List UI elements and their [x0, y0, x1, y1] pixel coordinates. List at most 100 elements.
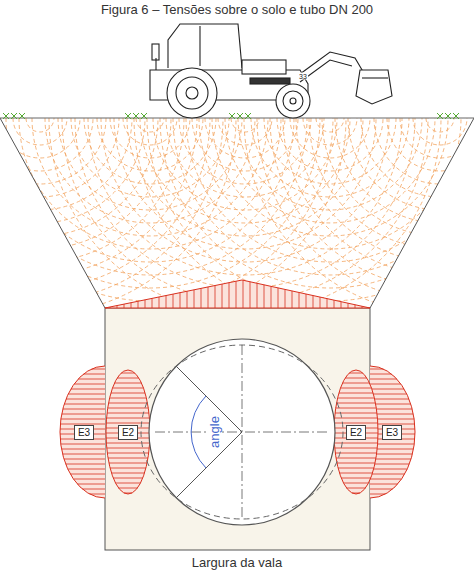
pressure-arc	[75, 118, 415, 288]
load-hatch	[355, 305, 356, 308]
pressure-arc	[316, 118, 344, 132]
callout-number: 33	[298, 73, 308, 80]
pressure-arc	[212, 118, 448, 236]
load-hatch	[215, 286, 216, 308]
pressure-arc	[97, 118, 203, 171]
pressure-arc	[361, 118, 474, 197]
pressure-arc	[0, 118, 320, 288]
zone-label: E3	[78, 427, 90, 438]
pressure-arc	[270, 118, 474, 288]
stress-zone-tag: E3	[382, 425, 402, 440]
load-hatch	[229, 283, 230, 308]
center-line	[155, 432, 330, 433]
pressure-arc	[123, 118, 177, 145]
load-hatch	[369, 307, 370, 308]
pressure-arc	[147, 118, 474, 301]
load-hatch	[320, 297, 321, 308]
pressure-arc	[160, 118, 474, 288]
tractor	[150, 24, 392, 118]
angle-arc	[191, 396, 206, 468]
pressure-arc	[387, 118, 474, 171]
pressure-arc	[348, 118, 474, 210]
pressure-arc	[166, 118, 324, 197]
load-hatch	[110, 307, 111, 308]
pipe-circle	[149, 339, 335, 525]
trench-slope	[370, 118, 474, 308]
pressure-arc	[84, 118, 216, 184]
load-hatch	[257, 283, 258, 308]
pressure-arc	[296, 118, 474, 262]
load-hatch	[250, 282, 251, 308]
load-distribution	[105, 280, 370, 308]
load-hatch	[236, 281, 237, 308]
load-hatch	[264, 285, 265, 308]
load-hatch	[187, 291, 188, 308]
pressure-e3	[60, 366, 105, 498]
load-hatch	[173, 294, 174, 308]
pressure-arc	[322, 118, 474, 236]
zone-label: E2	[350, 427, 362, 438]
figure-title: Figura 6 – Tensões sobre o solo e tubo D…	[101, 2, 373, 17]
load-hatch	[327, 299, 328, 308]
pressure-arc	[0, 118, 197, 275]
zone-label: E2	[122, 427, 134, 438]
pressure-arc	[186, 118, 474, 262]
load-hatch	[271, 286, 272, 308]
load-hatch	[348, 303, 349, 308]
pressure-arc	[426, 118, 454, 132]
pressure-arc	[134, 118, 474, 314]
pressure-arc	[283, 118, 474, 275]
pressure-e2	[106, 370, 150, 494]
stress-zone-tag: E2	[346, 425, 366, 440]
load-hatch	[285, 289, 286, 308]
load-hatch	[159, 297, 160, 308]
load-hatch	[166, 296, 167, 308]
load-hatch	[292, 291, 293, 308]
load-hatch	[313, 296, 314, 308]
zone-label: E3	[386, 427, 398, 438]
pressure-arc	[277, 118, 383, 171]
pressure-arc	[264, 118, 396, 184]
pressure-arc	[257, 118, 474, 301]
load-hatch	[222, 284, 223, 308]
pressure-arc	[0, 118, 223, 301]
load-hatch	[341, 302, 342, 308]
load-hatch	[278, 288, 279, 308]
pressure-arc	[0, 118, 210, 288]
pressure-arc	[231, 118, 259, 132]
load-hatch	[194, 290, 195, 308]
load-hatch	[117, 306, 118, 308]
pressure-arc	[290, 118, 370, 158]
trench-slope	[0, 118, 105, 308]
pressure-e3	[370, 366, 415, 498]
ground-symbol	[3, 113, 459, 119]
pressure-arc	[0, 118, 119, 197]
pressure-arc	[251, 118, 409, 197]
pressure-bulbs	[0, 118, 474, 314]
trench-box	[105, 308, 370, 550]
pressure-arc	[153, 118, 337, 210]
pressure-arc	[71, 118, 229, 197]
stress-zone-tag: E3	[74, 425, 94, 440]
load-hatch	[334, 300, 335, 308]
pressure-arc	[374, 118, 474, 184]
load-hatch	[362, 306, 363, 308]
pressure-arc	[238, 118, 422, 210]
load-hatch	[138, 301, 139, 308]
pressure-arc	[335, 118, 474, 223]
pressure-arc	[309, 118, 474, 249]
load-hatch	[299, 292, 300, 308]
pressure-arc	[0, 118, 106, 184]
pressure-arc	[6, 118, 294, 262]
load-hatch	[306, 294, 307, 308]
load-hatch	[152, 298, 153, 308]
pressure-arc	[110, 118, 190, 158]
pressure-arc	[244, 118, 474, 314]
pressure-arc	[32, 118, 268, 236]
load-hatch	[124, 304, 125, 308]
pressure-arc	[0, 118, 333, 301]
pressure-arc	[62, 118, 428, 301]
trench-width-label: Largura da vala	[191, 555, 283, 570]
